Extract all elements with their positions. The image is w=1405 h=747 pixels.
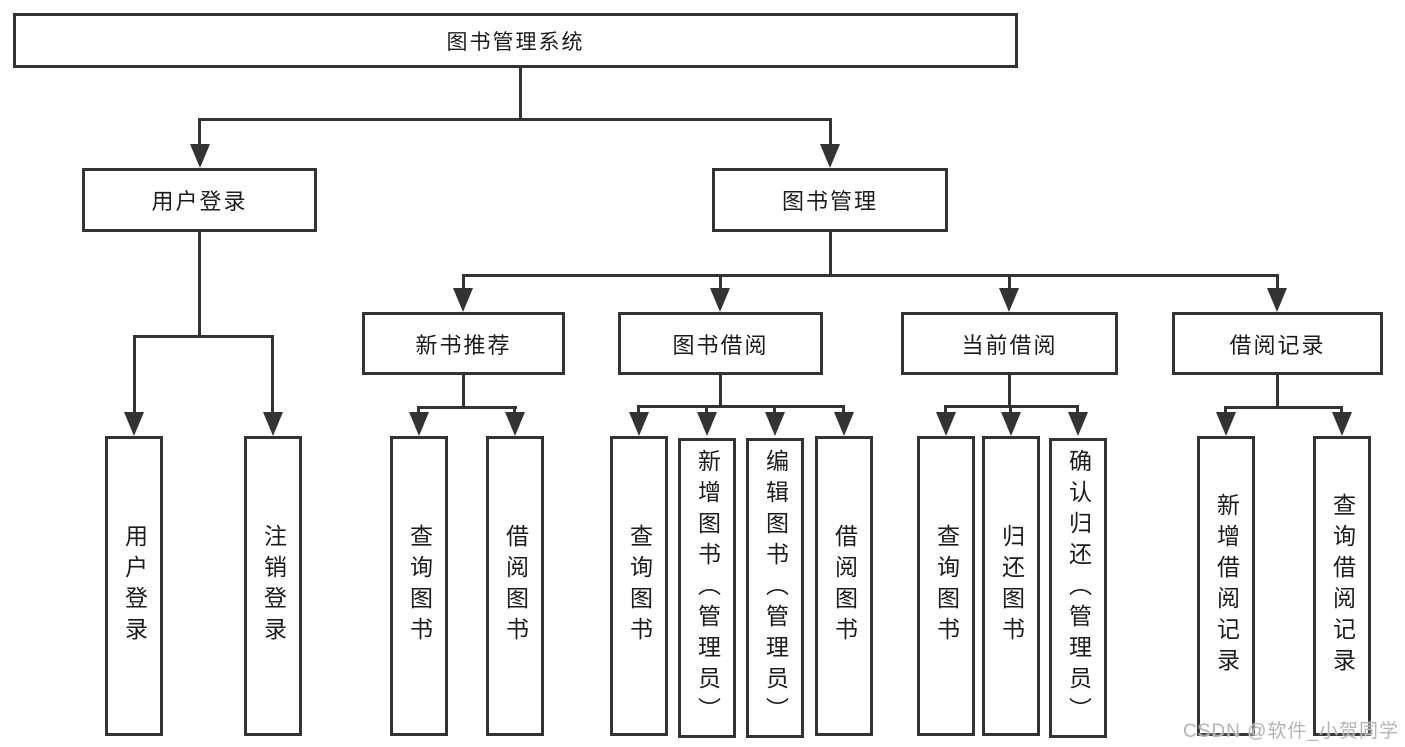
node-current-borrow: 当前借阅 — [901, 312, 1118, 375]
arrowhead-icon — [1216, 412, 1236, 436]
connector-stem — [719, 375, 722, 405]
leaf-return-book: 归还图书 — [982, 436, 1040, 736]
arrowhead-icon — [765, 412, 785, 436]
leaf-logout-label: 注销登录 — [260, 524, 287, 648]
connector-leaf-drop — [1340, 406, 1343, 417]
connector-user-login-split — [133, 335, 274, 338]
connector-book-mgmt-stem — [829, 232, 832, 274]
leaf-add-borrow-record: 新增借阅记录 — [1197, 436, 1255, 736]
leaf-borrow-books-2: 借阅图书 — [815, 436, 873, 736]
leaf-query-books-3: 查询图书 — [917, 436, 975, 736]
connector-stem — [1008, 375, 1011, 405]
csdn-watermark: CSDN @软件_小贺同学 — [1183, 721, 1399, 742]
leaf-confirm-return-admin-label: 确认归还（管理员） — [1065, 448, 1092, 728]
connector-leaf-drop — [705, 405, 708, 417]
arrowhead-icon — [697, 412, 717, 436]
arrowhead-icon — [834, 412, 854, 436]
leaf-query-borrow-record: 查询借阅记录 — [1313, 436, 1371, 736]
arrowhead-icon — [1001, 412, 1021, 436]
leaf-edit-book-admin-label: 编辑图书（管理员） — [762, 448, 789, 728]
connector-leaf-drop — [719, 274, 722, 292]
connector-leaf-drop — [1009, 405, 1012, 417]
arrowhead-icon — [124, 412, 144, 436]
leaf-logout: 注销登录 — [244, 436, 302, 736]
leaf-query-books-2-label: 查询图书 — [626, 524, 653, 648]
leaf-user-login: 用户登录 — [105, 436, 163, 736]
connector-stem — [462, 375, 465, 406]
arrowhead-icon — [505, 412, 525, 436]
connector-leaf-drop — [513, 406, 516, 417]
arrowhead-icon — [190, 144, 210, 168]
leaf-query-books-2: 查询图书 — [610, 436, 668, 736]
arrowhead-icon — [629, 412, 649, 436]
leaf-borrow-books-2-label: 借阅图书 — [831, 524, 858, 648]
node-borrow-record-label: 借阅记录 — [1229, 332, 1326, 358]
connector-leaf-drop — [1008, 274, 1011, 292]
connector-root-stem — [519, 66, 522, 118]
node-current-borrow-label: 当前借阅 — [961, 332, 1058, 358]
connector-leaf-drop — [637, 405, 640, 417]
arrowhead-icon — [820, 144, 840, 168]
node-root: 图书管理系统 — [13, 13, 1018, 68]
arrowhead-icon — [1332, 412, 1352, 436]
arrowhead-icon — [936, 412, 956, 436]
connector-level3-split — [462, 274, 1279, 277]
connector-stem — [1276, 375, 1279, 406]
leaf-edit-book-admin: 编辑图书（管理员） — [746, 438, 804, 738]
connector-split — [637, 405, 845, 408]
leaf-user-login-label: 用户登录 — [121, 524, 148, 648]
leaf-borrow-books-1-label: 借阅图书 — [502, 524, 529, 648]
leaf-borrow-books-1: 借阅图书 — [486, 436, 544, 736]
node-book-borrow: 图书借阅 — [618, 312, 823, 375]
connector-leaf-drop — [842, 405, 845, 417]
connector-book-mgmt-drop — [829, 118, 832, 148]
connector-leaf-drop — [773, 405, 776, 417]
arrowhead-icon — [453, 288, 473, 312]
connector-user-login-stem — [198, 232, 201, 335]
node-new-book-recommend: 新书推荐 — [362, 312, 565, 375]
node-user-login: 用户登录 — [82, 168, 317, 232]
connector-split — [1224, 406, 1343, 409]
connector-leaf-drop — [271, 335, 274, 417]
connector-leaf-drop — [462, 274, 465, 292]
arrowhead-icon — [263, 412, 283, 436]
connector-leaf-drop — [1224, 406, 1227, 417]
node-user-login-label: 用户登录 — [151, 189, 248, 214]
arrowhead-icon — [710, 288, 730, 312]
leaf-query-books-3-label: 查询图书 — [933, 524, 960, 648]
connector-leaf-drop — [944, 405, 947, 417]
leaf-add-book-admin-label: 新增图书（管理员） — [694, 448, 721, 728]
arrowhead-icon — [1267, 288, 1287, 312]
connector-leaf-drop — [1076, 405, 1079, 417]
leaf-query-borrow-record-label: 查询借阅记录 — [1329, 493, 1356, 679]
node-borrow-record: 借阅记录 — [1172, 312, 1383, 375]
leaf-query-books-1: 查询图书 — [390, 436, 448, 736]
node-book-management-label: 图书管理 — [781, 189, 878, 214]
leaf-return-book-label: 归还图书 — [998, 524, 1025, 648]
arrowhead-icon — [1068, 412, 1088, 436]
leaf-add-borrow-record-label: 新增借阅记录 — [1213, 493, 1240, 679]
connector-leaf-drop — [417, 406, 420, 417]
node-new-book-recommend-label: 新书推荐 — [415, 332, 512, 358]
leaf-add-book-admin: 新增图书（管理员） — [678, 438, 736, 738]
connector-split — [417, 406, 517, 409]
arrowhead-icon — [409, 412, 429, 436]
arrowhead-icon — [999, 288, 1019, 312]
node-book-borrow-label: 图书借阅 — [672, 332, 769, 358]
leaf-confirm-return-admin: 确认归还（管理员） — [1049, 438, 1107, 738]
connector-leaf-drop — [133, 335, 136, 417]
node-root-label: 图书管理系统 — [446, 30, 585, 54]
connector-level2-split — [198, 118, 832, 121]
connector-leaf-drop — [1276, 274, 1279, 292]
leaf-query-books-1-label: 查询图书 — [406, 524, 433, 648]
connector-user-login-drop — [198, 118, 201, 148]
node-book-management: 图书管理 — [712, 168, 948, 232]
